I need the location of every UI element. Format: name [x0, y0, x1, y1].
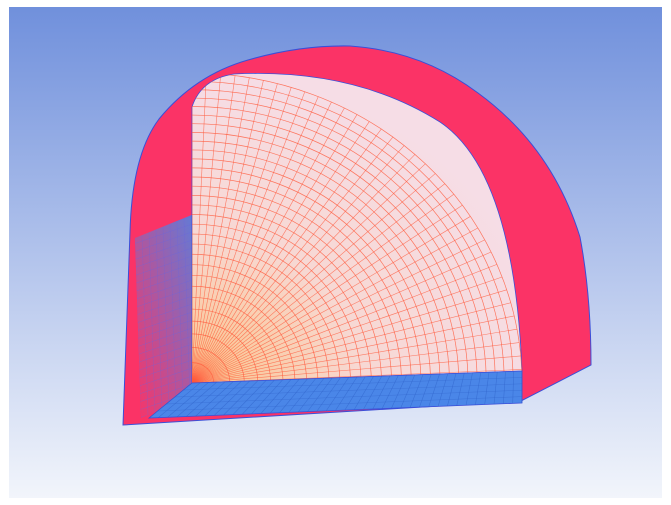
- mesh-line: [391, 375, 407, 409]
- mesh-line: [475, 372, 482, 405]
- mesh-line: [192, 75, 236, 384]
- mesh-line: [195, 381, 234, 417]
- mesh-line: [437, 373, 449, 407]
- mesh-line: [419, 374, 432, 408]
- mesh-line: [135, 237, 142, 418]
- left-face: [135, 210, 204, 418]
- mesh-line: [214, 380, 250, 416]
- mesh-line: [297, 378, 325, 413]
- mesh-line: [158, 382, 201, 418]
- mesh-line: [335, 376, 358, 411]
- mesh-line: [409, 374, 424, 408]
- mesh-line: [192, 114, 358, 384]
- quarter-face-mesh: [192, 73, 522, 384]
- mesh-line: [251, 379, 283, 415]
- mesh-line: [192, 163, 426, 384]
- mesh-line: [169, 223, 177, 405]
- mesh-line: [192, 128, 382, 384]
- mesh-line: [157, 396, 523, 412]
- graphics-viewport[interactable]: [9, 7, 662, 498]
- mesh-line: [192, 194, 454, 384]
- base-face-mesh: [148, 371, 523, 419]
- mesh-line: [192, 289, 507, 384]
- mesh-line: [192, 101, 332, 384]
- mesh-line: [400, 374, 416, 408]
- mesh-line: [428, 373, 440, 407]
- mesh-line: [176, 381, 217, 418]
- mesh-line: [192, 80, 264, 384]
- mesh-line: [242, 379, 275, 415]
- mesh-line: [192, 315, 515, 384]
- mesh-line: [192, 77, 250, 384]
- mesh-line: [465, 372, 473, 406]
- mesh-line: [288, 378, 316, 413]
- mesh-scene: [9, 7, 662, 498]
- mesh-line: [192, 204, 463, 384]
- mesh-line: [192, 96, 319, 384]
- mesh-line: [183, 377, 523, 391]
- mesh-line: [204, 380, 242, 416]
- mesh-line: [503, 371, 506, 404]
- mesh-line: [316, 377, 341, 412]
- mesh-line: [192, 87, 292, 384]
- mesh-line: [372, 375, 391, 410]
- mesh-line: [192, 328, 518, 384]
- mesh-line: [344, 376, 366, 411]
- mesh-line: [260, 379, 292, 414]
- mesh-line: [192, 342, 520, 384]
- mesh-line: [192, 83, 278, 384]
- mesh-line: [307, 377, 333, 412]
- mesh-line: [493, 371, 498, 405]
- mesh-line: [279, 378, 308, 413]
- mesh-line: [269, 378, 300, 414]
- mesh-line: [192, 91, 306, 384]
- mesh-line: [223, 380, 259, 416]
- mesh-line: [192, 276, 503, 384]
- mesh-line: [363, 375, 383, 410]
- mesh-line: [192, 251, 492, 384]
- mesh-line: [148, 232, 156, 413]
- mesh-line: [353, 376, 374, 410]
- mesh-line: [192, 154, 416, 384]
- mesh-line: [192, 302, 511, 384]
- mesh-line: [192, 121, 370, 384]
- mesh-line: [162, 226, 170, 408]
- mesh-line: [192, 183, 445, 384]
- mesh-line: [381, 375, 399, 409]
- mesh-line: [484, 372, 490, 405]
- mesh-line: [192, 107, 345, 384]
- mesh-line: [155, 229, 163, 410]
- mesh-line: [176, 221, 184, 402]
- mesh-line: [325, 377, 349, 412]
- mesh-line: [192, 355, 521, 384]
- mesh-line: [192, 216, 471, 384]
- mesh-line: [192, 173, 436, 384]
- mesh-line: [512, 371, 515, 404]
- mesh-line: [186, 381, 226, 417]
- mesh-line: [183, 218, 191, 400]
- mesh-line: [174, 383, 523, 398]
- mesh-line: [192, 145, 405, 384]
- mesh-line: [192, 239, 485, 384]
- mesh-line: [192, 73, 207, 384]
- mesh-line: [192, 136, 394, 384]
- mesh-line: [456, 373, 465, 406]
- mesh-line: [192, 74, 222, 384]
- mesh-line: [166, 389, 523, 405]
- mesh-line: [148, 382, 193, 419]
- mesh-line: [167, 382, 209, 418]
- mesh-line: [232, 380, 267, 415]
- mesh-line: [141, 235, 149, 416]
- mesh-line: [447, 373, 457, 407]
- mesh-line: [192, 227, 478, 384]
- mesh-line: [192, 264, 497, 384]
